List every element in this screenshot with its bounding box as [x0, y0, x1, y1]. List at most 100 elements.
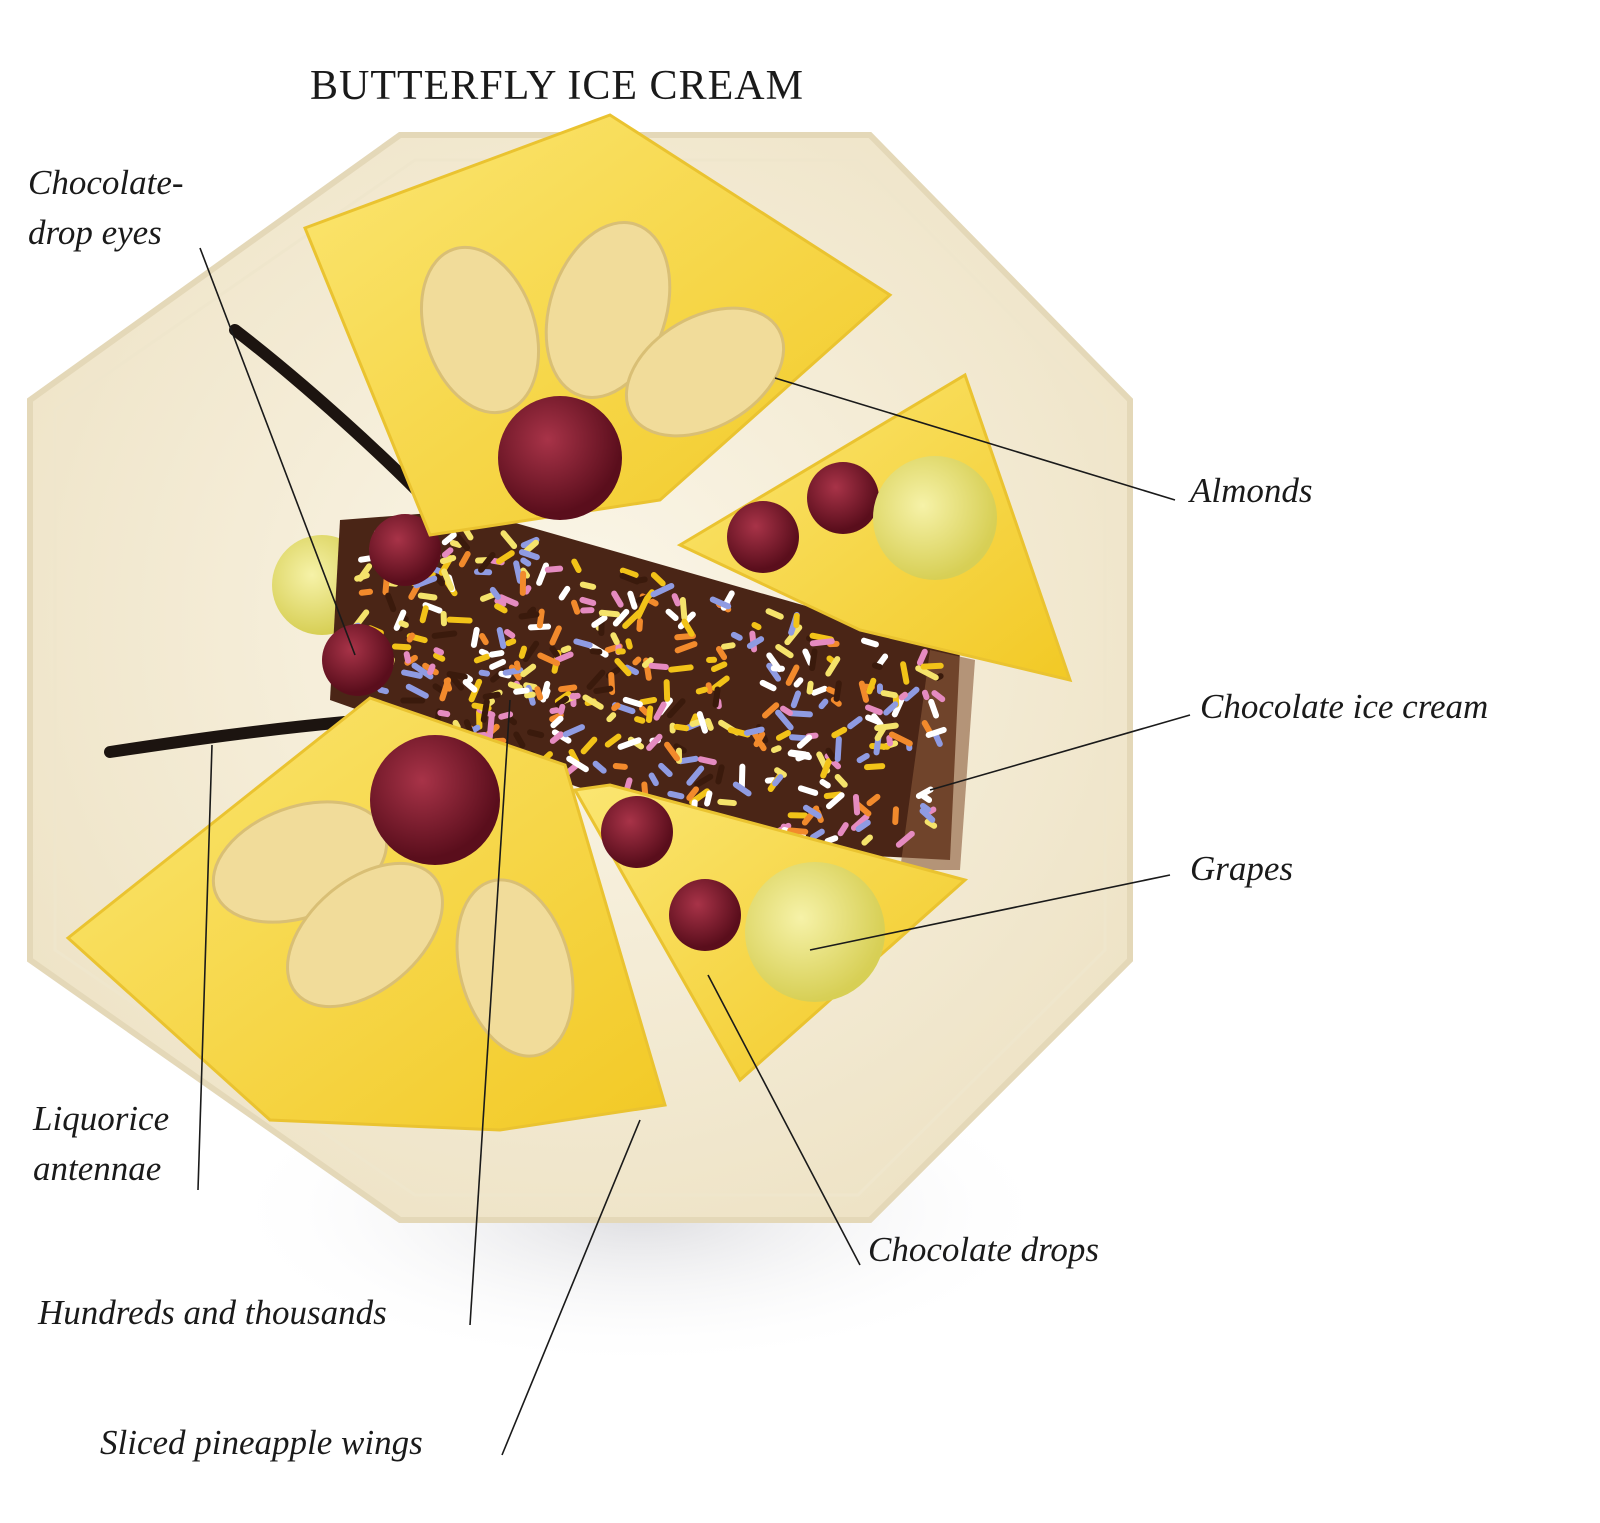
sprinkle [627, 590, 638, 610]
sprinkle [479, 591, 497, 602]
sprinkle [593, 685, 614, 695]
chocolate-drop-eye [369, 514, 441, 586]
sprinkle [715, 646, 728, 661]
sprinkle [632, 656, 642, 666]
sprinkle [413, 575, 438, 589]
sprinkle [665, 608, 679, 622]
sprinkle [746, 636, 765, 649]
sprinkle [818, 698, 829, 710]
sprinkle [634, 716, 646, 724]
sprinkle [892, 806, 899, 826]
sprinkle [519, 570, 527, 596]
leader-antennae [197, 744, 213, 1191]
sprinkle [522, 640, 540, 662]
sprinkle [871, 662, 883, 670]
sprinkle [385, 592, 397, 613]
leader-eyes [199, 247, 356, 656]
chocolate-drop [727, 501, 799, 573]
figure-title: BUTTERFLY ICE CREAM [310, 63, 804, 109]
sprinkle [883, 701, 899, 716]
sprinkle [520, 536, 540, 549]
sprinkle [668, 664, 694, 673]
sprinkle [863, 763, 886, 771]
sprinkle [478, 669, 491, 677]
sprinkle [648, 772, 659, 787]
sprinkle [920, 792, 933, 803]
sprinkle [507, 716, 518, 726]
sprinkle [770, 745, 782, 754]
sprinkle [697, 756, 717, 766]
liquorice-antenna-lower [104, 716, 351, 758]
sprinkle [796, 734, 813, 749]
sprinkle [774, 767, 787, 778]
sprinkle [658, 762, 673, 778]
sprinkle [513, 731, 526, 749]
sprinkle [704, 790, 713, 807]
leader-grapes [809, 874, 1171, 951]
grape [873, 456, 997, 580]
sprinkle [520, 663, 537, 678]
sprinkle [674, 641, 698, 654]
sprinkle [780, 705, 793, 716]
sprinkle [480, 698, 490, 723]
sprinkle [534, 686, 544, 701]
sprinkle [775, 729, 792, 741]
sprinkle [916, 648, 928, 666]
sprinkle [681, 618, 695, 637]
sprinkle [431, 630, 458, 639]
sprinkle [441, 547, 454, 558]
sprinkle [549, 731, 564, 744]
sprinkle [919, 802, 931, 813]
sprinkle [496, 550, 515, 565]
chocolate-drop [498, 396, 622, 520]
sprinkle [494, 603, 508, 614]
sprinkle [766, 662, 782, 682]
grape [745, 862, 885, 1002]
sprinkle [401, 669, 423, 679]
sprinkle [489, 586, 501, 600]
sprinkle [686, 765, 705, 786]
leader-ice-cream [929, 714, 1191, 791]
sprinkle [653, 701, 667, 721]
sprinkle [788, 710, 813, 718]
sprinkle [861, 834, 873, 846]
sprinkle [391, 643, 412, 651]
label-chocolate-drop-eyes: Chocolate- drop eyes [28, 158, 184, 258]
sprinkle [592, 760, 607, 774]
sprinkle [489, 658, 507, 670]
sprinkle [858, 680, 870, 703]
sprinkle [439, 554, 457, 565]
sprinkle [809, 828, 825, 841]
sprinkle [852, 793, 861, 816]
sprinkle [664, 741, 681, 762]
sprinkle [793, 677, 804, 688]
sprinkle [679, 597, 688, 621]
sprinkle [888, 731, 913, 747]
sprinkle [625, 638, 633, 650]
sprinkle [819, 778, 831, 789]
sprinkle [710, 661, 728, 673]
sprinkle [751, 622, 762, 631]
sprinkle [919, 808, 936, 823]
sprinkle [358, 588, 374, 596]
sprinkle [615, 648, 626, 655]
sprinkle [855, 819, 871, 832]
sprinkle [646, 733, 663, 751]
sprinkle [458, 551, 471, 568]
sprinkle [671, 593, 681, 607]
sprinkle [850, 813, 870, 831]
sprinkle [496, 627, 507, 649]
sprinkle [677, 755, 699, 765]
sprinkle [903, 686, 920, 702]
sprinkle [606, 712, 617, 723]
sprinkle [611, 702, 621, 712]
leader-choc-drops [707, 974, 861, 1266]
sprinkle [880, 690, 898, 699]
sprinkle [612, 608, 630, 627]
sprinkle [765, 608, 784, 620]
sprinkle [898, 691, 909, 701]
sprinkle [549, 707, 560, 714]
sprinkle [766, 652, 783, 673]
leader-wings [501, 1119, 641, 1456]
